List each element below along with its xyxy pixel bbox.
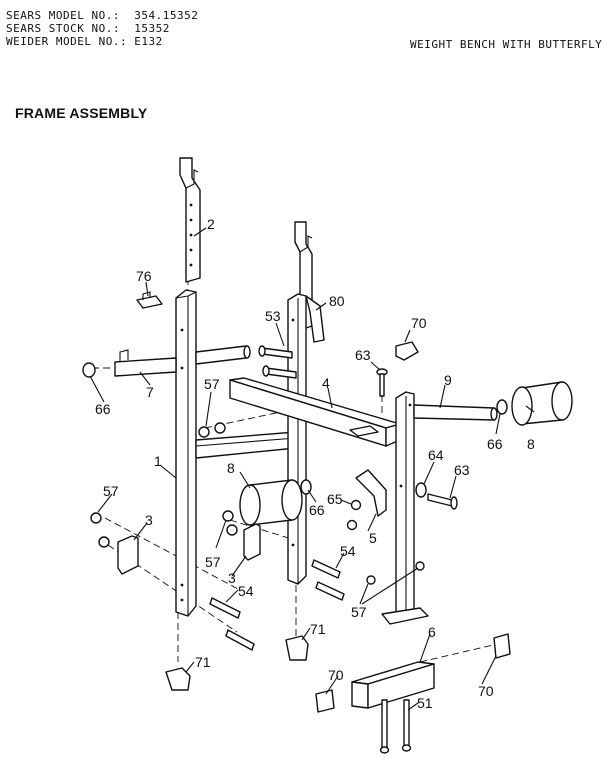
part-6-base-tube bbox=[351, 661, 435, 709]
part-54-bolts bbox=[209, 559, 345, 651]
callout-51: 51 bbox=[417, 695, 433, 711]
callout-4: 4 bbox=[322, 375, 330, 391]
callout-7: 7 bbox=[146, 384, 154, 400]
callout-8-right: 8 bbox=[527, 436, 535, 452]
sears-model-value: 354.15352 bbox=[134, 9, 199, 22]
part-76-bracket bbox=[136, 291, 163, 309]
callout-5: 5 bbox=[369, 530, 377, 546]
callout-8-middle: 8 bbox=[227, 460, 235, 476]
callout-80: 80 bbox=[329, 293, 345, 309]
callout-2: 2 bbox=[207, 216, 215, 232]
callout-54-left: 54 bbox=[238, 583, 254, 599]
part-63-bolt-top bbox=[376, 368, 388, 397]
sears-stock-value: 15352 bbox=[134, 22, 170, 35]
sears-stock-line: SEARS STOCK NO.: 15352 bbox=[6, 22, 198, 35]
callout-71-left: 71 bbox=[195, 654, 211, 670]
right-upright bbox=[395, 391, 415, 621]
callout-71-middle: 71 bbox=[310, 621, 326, 637]
part-2-upright-extension bbox=[179, 157, 201, 283]
callout-53: 53 bbox=[265, 308, 281, 324]
cross-brace bbox=[195, 431, 297, 459]
callout-57-middle: 57 bbox=[205, 554, 221, 570]
callout-57-right: 57 bbox=[351, 604, 367, 620]
part-3-brackets bbox=[117, 523, 261, 575]
part-71-feet-caps bbox=[165, 635, 309, 691]
callout-1: 1 bbox=[154, 453, 162, 469]
callout-66-right: 66 bbox=[487, 436, 503, 452]
part-70-caps-bottom bbox=[315, 633, 511, 713]
sears-model-line: SEARS MODEL NO.: 354.15352 bbox=[6, 9, 198, 22]
part-65-nuts bbox=[346, 499, 362, 531]
section-title: FRAME ASSEMBLY bbox=[15, 105, 148, 121]
callout-66-middle: 66 bbox=[309, 502, 325, 518]
weider-model-value: E132 bbox=[134, 35, 163, 48]
weider-model-label: WEIDER MODEL NO.: bbox=[6, 35, 128, 48]
leader-lines bbox=[89, 227, 535, 711]
part-53-bolts bbox=[258, 345, 297, 379]
part-57-washers bbox=[90, 422, 425, 585]
part-64-washer bbox=[415, 482, 427, 498]
part-63-bolt-right bbox=[427, 493, 458, 510]
callout-63-top: 63 bbox=[355, 347, 371, 363]
part-1-left-upright bbox=[175, 289, 197, 617]
callout-76: 76 bbox=[136, 268, 152, 284]
callout-57-top: 57 bbox=[204, 376, 220, 392]
part-66-end-cap bbox=[82, 362, 96, 378]
part-51-bolts bbox=[379, 699, 412, 754]
part-66-end-cap-right bbox=[496, 399, 508, 415]
part-7-rod bbox=[114, 345, 251, 377]
callout-64: 64 bbox=[428, 447, 444, 463]
part-9-rod bbox=[413, 404, 498, 421]
callout-70-top: 70 bbox=[411, 315, 427, 331]
sears-model-label: SEARS MODEL NO.: bbox=[6, 9, 120, 22]
base-plate bbox=[381, 607, 429, 625]
callout-57-left: 57 bbox=[103, 483, 119, 499]
sears-stock-label: SEARS STOCK NO.: bbox=[6, 22, 120, 35]
product-name: WEIGHT BENCH WITH BUTTERFLY bbox=[410, 38, 603, 51]
callout-6: 6 bbox=[428, 624, 436, 640]
part-8-roller-right bbox=[511, 381, 573, 426]
callout-3-middle: 3 bbox=[228, 570, 236, 586]
callout-54-right: 54 bbox=[340, 543, 356, 559]
callout-3-left: 3 bbox=[145, 512, 153, 528]
callout-labels: 2 76 53 80 70 63 9 66 7 57 4 66 8 1 8 66… bbox=[95, 216, 535, 711]
callout-70-bottom-right: 70 bbox=[478, 683, 494, 699]
callout-70-bottom-left: 70 bbox=[328, 667, 344, 683]
weider-model-line: WEIDER MODEL NO.: E132 bbox=[6, 35, 198, 48]
callout-66-left: 66 bbox=[95, 401, 111, 417]
callout-63-right: 63 bbox=[454, 462, 470, 478]
part-70-cap-top bbox=[395, 341, 419, 361]
part-5-bracket bbox=[355, 469, 387, 517]
middle-upright bbox=[287, 293, 307, 585]
callout-9: 9 bbox=[444, 372, 452, 388]
part-8-roller-left bbox=[239, 479, 303, 526]
callout-65: 65 bbox=[327, 491, 343, 507]
